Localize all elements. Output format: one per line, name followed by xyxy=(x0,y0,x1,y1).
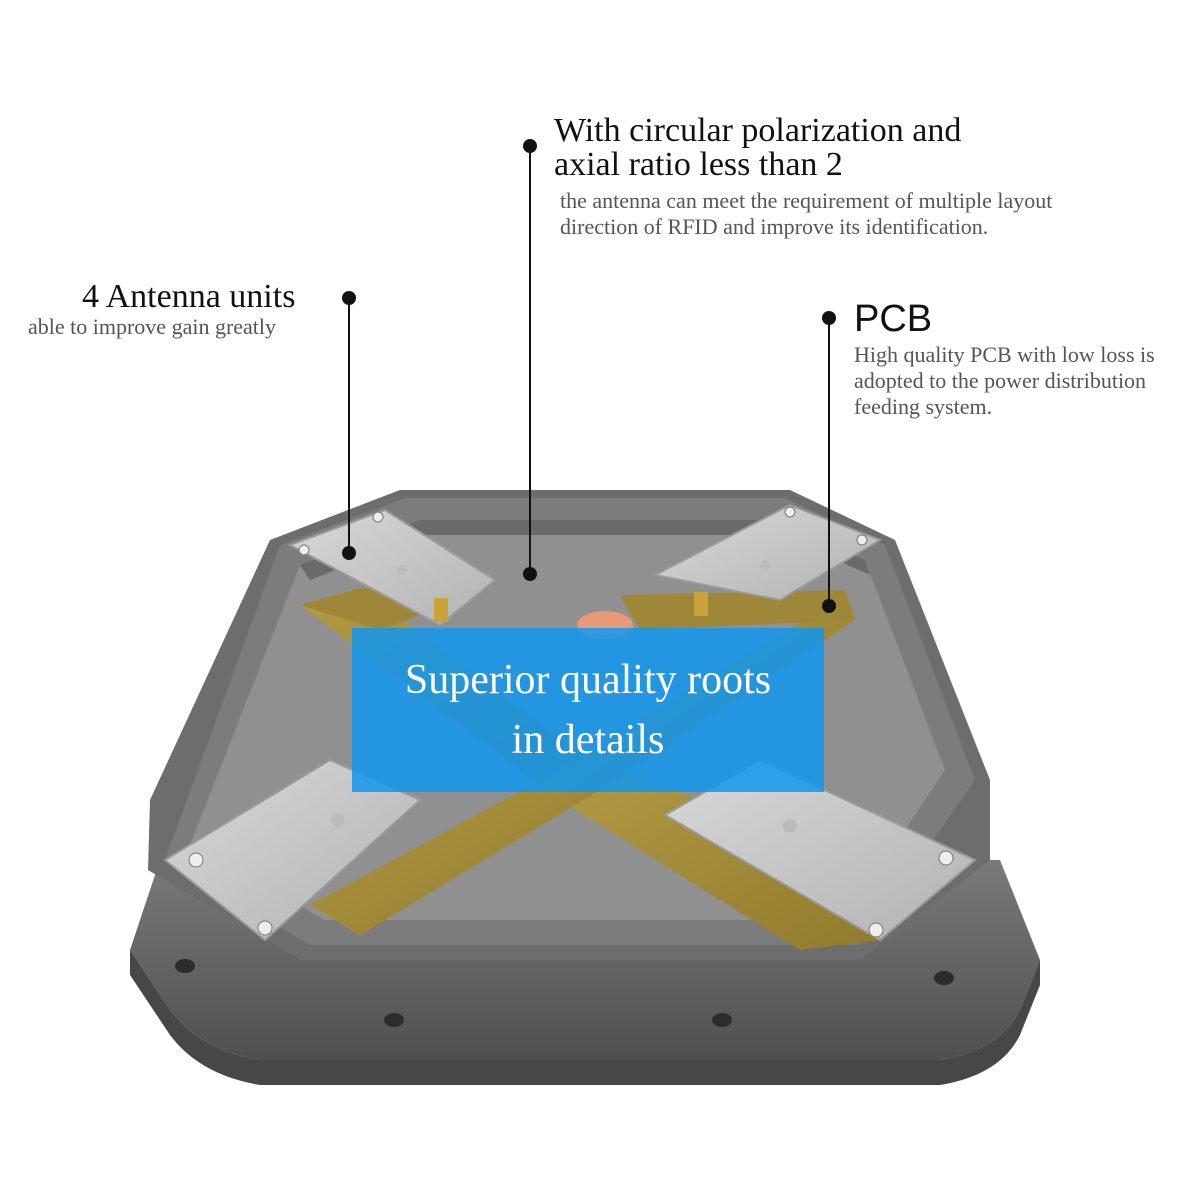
pcb-desc-line2: adopted to the power distribution xyxy=(854,368,1147,393)
leader-dot xyxy=(523,139,537,153)
sma-connector xyxy=(694,592,708,616)
callout-leaders xyxy=(342,139,836,613)
mount-hole xyxy=(712,1013,732,1027)
leader-dot xyxy=(523,567,537,581)
antenna-units-desc: able to improve gain greatly xyxy=(28,314,277,339)
quality-banner: Superior quality roots in details xyxy=(352,628,824,792)
antenna-units xyxy=(163,503,977,942)
polarization-desc-line2: direction of RFID and improve its identi… xyxy=(560,214,989,239)
leader-dot xyxy=(822,311,836,325)
polarization-desc-line1: the antenna can meet the requirement of … xyxy=(560,188,1053,213)
polarization-title-line1: With circular polarization and xyxy=(554,112,962,149)
leader-dot xyxy=(342,546,356,560)
banner-line2: in details xyxy=(511,717,665,763)
mount-hole xyxy=(384,1013,404,1027)
banner-line1: Superior quality roots xyxy=(404,657,772,703)
pcb-desc-line1: High quality PCB with low loss is xyxy=(854,342,1155,367)
sma-connector xyxy=(434,598,448,622)
mount-hole xyxy=(175,959,195,973)
antenna-plate xyxy=(652,503,883,602)
polarization-title-line2: axial ratio less than 2 xyxy=(554,146,843,183)
mount-hole xyxy=(934,971,954,985)
pcb-title: PCB xyxy=(854,298,933,340)
antenna-plate xyxy=(163,758,422,942)
antenna-plate xyxy=(287,508,497,627)
antenna-units-title: 4 Antenna units xyxy=(82,278,296,315)
leader-dot xyxy=(822,599,836,613)
pcb-desc-line3: feeding system. xyxy=(854,394,993,419)
leader-dot xyxy=(342,291,356,305)
